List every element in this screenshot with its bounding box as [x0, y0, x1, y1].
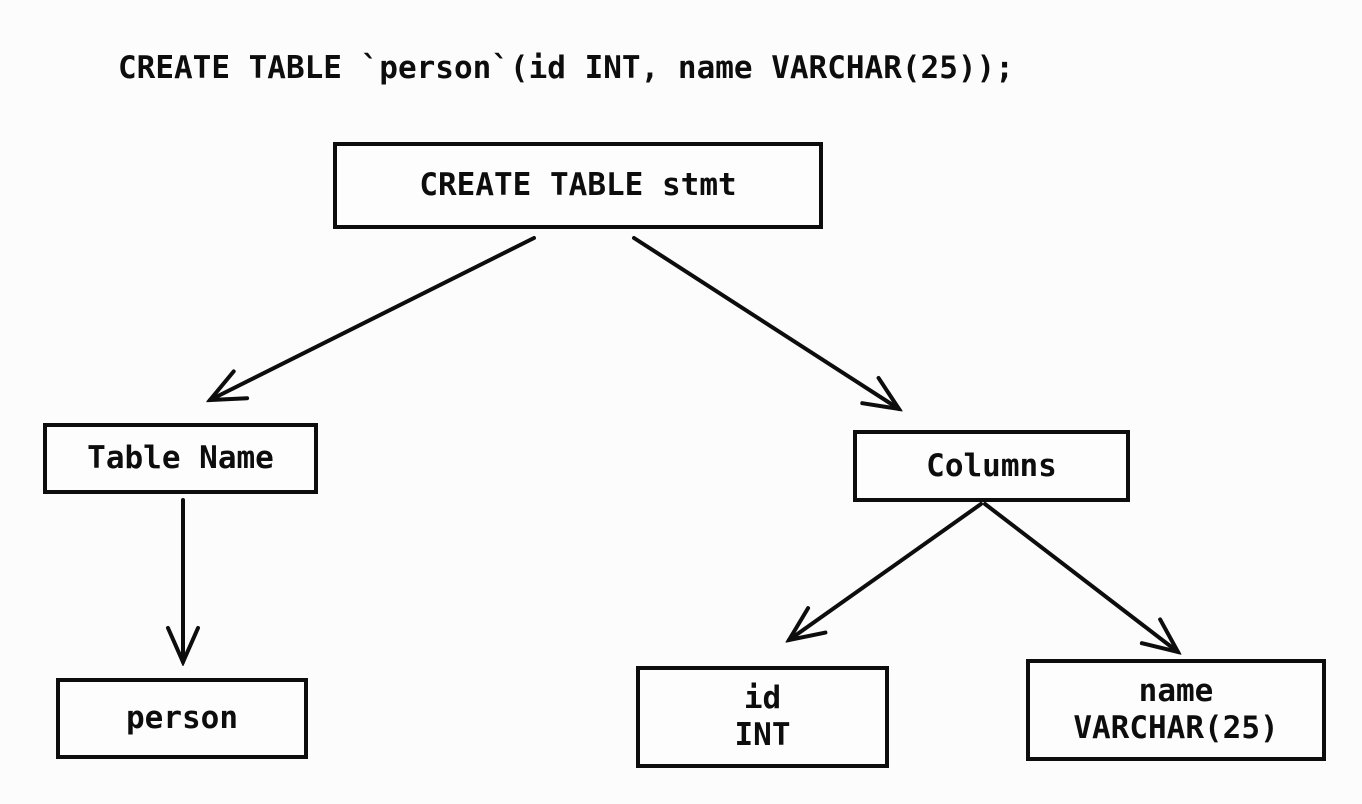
node-column-name-name: name [1138, 673, 1214, 709]
node-columns-label: Columns [926, 447, 1057, 484]
edge-root-to-table-name [210, 236, 536, 400]
edge-root-to-columns [632, 236, 899, 409]
node-columns: Columns [853, 430, 1130, 502]
edge-columns-to-id [789, 502, 983, 640]
sql-statement-text: CREATE TABLE `person`(id INT, name VARCH… [118, 50, 1014, 86]
node-column-id: id INT [636, 666, 889, 768]
node-create-table-stmt: CREATE TABLE stmt [333, 142, 823, 229]
edge-columns-to-name [983, 502, 1178, 652]
node-create-table-stmt-label: CREATE TABLE stmt [419, 167, 737, 203]
node-column-name: name VARCHAR(25) [1026, 659, 1326, 761]
node-column-id-type: INT [734, 717, 791, 753]
node-table-name-label: Table Name [87, 440, 274, 476]
node-column-id-name: id [743, 680, 782, 716]
node-person-label: person [126, 700, 238, 736]
node-person: person [56, 678, 308, 759]
node-table-name: Table Name [43, 423, 318, 494]
node-column-name-type: VARCHAR(25) [1073, 710, 1279, 746]
